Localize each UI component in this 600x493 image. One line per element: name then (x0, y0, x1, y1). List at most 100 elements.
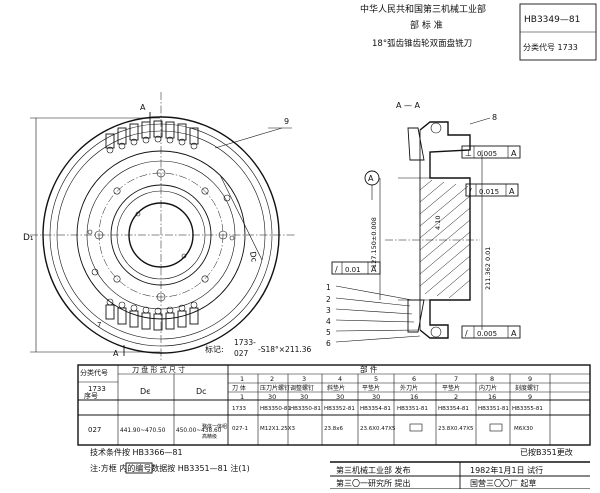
section-label-top: A (140, 103, 146, 112)
datum-a: A (368, 174, 374, 183)
section-label-bottom: A (113, 349, 119, 358)
svg-text:16: 16 (488, 393, 496, 401)
leader-9: 9 (284, 117, 289, 126)
svg-text:A: A (509, 187, 515, 196)
leader-2: 2 (326, 295, 331, 304)
svg-text:4: 4 (338, 375, 342, 383)
qty-row: 1 30 30 30 30 16 2 16 9 (240, 393, 532, 401)
svg-text:1733: 1733 (232, 406, 246, 412)
leader-5: 5 (326, 328, 331, 337)
svg-text:HB3350-81: HB3350-81 (260, 406, 291, 412)
svg-text:30: 30 (372, 393, 380, 401)
svg-text:/: / (469, 187, 472, 196)
blade-cluster-bottom (105, 298, 199, 331)
svg-text:高精级: 高精级 (202, 433, 217, 440)
th-dc: Dc (196, 387, 207, 396)
mark-code-2: 027 (234, 349, 249, 358)
dim-d1: D₁ (23, 233, 34, 243)
svg-text:压刀片螺钉: 压刀片螺钉 (260, 384, 290, 392)
svg-text:内刀片: 内刀片 (479, 384, 497, 392)
cell-dc-range: 450.00~438.60 (176, 428, 222, 434)
cell-de-range: 441.90~470.50 (120, 428, 166, 434)
svg-text:23.8X0.47X5: 23.8X0.47X5 (438, 426, 474, 432)
svg-text:HB3351-81: HB3351-81 (397, 406, 428, 412)
svg-text:0.005: 0.005 (477, 330, 497, 338)
footer-issued: 第三机械工业部 发布 (336, 465, 411, 475)
header-std-number: HB3349—81 (524, 15, 580, 25)
th-de: Dє (140, 387, 151, 396)
svg-text:平垫片: 平垫片 (362, 384, 380, 392)
leader-8: 8 (492, 113, 497, 122)
svg-text:2: 2 (454, 393, 458, 401)
standard-header: 中华人民共和国第三机械工业部 部 标 准 18°弧齿锥齿轮双面盘铣刀 HB334… (360, 3, 597, 61)
svg-text:2: 2 (270, 375, 274, 383)
leader-1: 1 (326, 283, 331, 292)
svg-text:6: 6 (412, 375, 416, 383)
header-title: 18°弧齿锥齿轮双面盘铣刀 (372, 38, 472, 49)
th-parts: 部 件 (360, 364, 378, 374)
svg-text:平垫片: 平垫片 (442, 384, 460, 392)
th-shape: 刀 盘 形 式 尺 寸 (132, 365, 185, 374)
svg-text:9: 9 (528, 393, 532, 401)
mark-label: 标记: (205, 344, 224, 354)
part-names: 刀 体 压刀片螺钉 调整螺钉 斜垫片 平垫片 外刀片 平垫片 内刀片 刻度螺钉 (232, 384, 539, 392)
th-class-code: 分类代号 (80, 368, 108, 377)
svg-text:A: A (511, 329, 517, 338)
svg-text:7: 7 (454, 375, 458, 383)
header-standard-type: 部 标 准 (410, 19, 443, 31)
svg-text:30: 30 (300, 393, 308, 401)
header-ministry: 中华人民共和国第三机械工业部 (360, 3, 486, 15)
svg-text:斜垫片: 斜垫片 (327, 384, 345, 392)
svg-text:/: / (335, 265, 338, 274)
svg-text:8: 8 (490, 375, 494, 383)
svg-text:HB3350-81: HB3350-81 (290, 406, 321, 412)
svg-text:A: A (511, 149, 517, 158)
svg-text:0.01: 0.01 (345, 266, 361, 274)
svg-text:3: 3 (302, 375, 306, 383)
section-title: A — A (396, 101, 421, 110)
partial-note-7: 7 (97, 321, 101, 329)
marking-example: 标记: 1733- 027 -S18°×211.36 (205, 338, 312, 358)
mark-code: 1733- (234, 338, 256, 347)
leader-4: 4 (326, 317, 331, 326)
blade-cluster-top (105, 120, 199, 154)
bottom-notes: 技术条件按 HB3366—81 注:方框 内的编号数据按 HB3351—81 注… (90, 447, 573, 474)
svg-text:M12X1.25X3: M12X1.25X3 (260, 426, 296, 432)
svg-text:0.005: 0.005 (477, 150, 497, 158)
table-row-1: 1733 HB3350-81 HB3350-81 HB3352-81 HB335… (232, 406, 543, 412)
note-tech: 技术条件按 HB3366—81 (90, 447, 183, 457)
svg-text:5: 5 (374, 375, 378, 383)
section-leaders: 8 1 2 3 4 5 6 (326, 113, 497, 348)
svg-text:23.8x6: 23.8x6 (324, 426, 344, 432)
svg-text:1: 1 (240, 393, 244, 401)
col-numbers: 1 2 3 4 5 6 7 8 9 (240, 375, 532, 383)
svg-text:M6X30: M6X30 (514, 426, 534, 432)
mark-suffix: -S18°×211.36 (258, 345, 312, 354)
svg-text:16: 16 (410, 393, 418, 401)
svg-text:HB3351-81: HB3351-81 (478, 406, 509, 412)
footer-proposed: 第三〇一研究所 提出 (336, 478, 411, 488)
bolt-holes (87, 168, 235, 302)
gdt-frame-2: / 0.015 A (465, 183, 519, 197)
svg-text:HB3352-81: HB3352-81 (324, 406, 355, 412)
footer-date: 1982年1月1日 试行 (470, 465, 543, 475)
svg-text:30: 30 (336, 393, 344, 401)
dim-dc: Dc (248, 251, 259, 263)
parts-table: 分类代号 1733 序号 刀 盘 形 式 尺 寸 Dє Dc 部 件 1 2 3… (77, 364, 591, 446)
svg-text:0.015: 0.015 (479, 188, 499, 196)
dim-right-value: 211.362 0.01 (484, 247, 492, 290)
front-view: A A D₁ Dc 9 7 (23, 92, 295, 362)
svg-text:调整螺钉: 调整螺钉 (290, 384, 314, 392)
svg-text:刻度螺钉: 刻度螺钉 (515, 384, 539, 392)
svg-text:整体一体组: 整体一体组 (202, 423, 227, 430)
svg-text:刀 体: 刀 体 (232, 384, 246, 392)
table-row-2: 整体一体组 高精级 027-1 M12X1.25X3 23.8x6 23.6X0… (202, 423, 534, 440)
gdt-frame-4: / 0.005 A (461, 325, 521, 339)
leader-6: 6 (326, 339, 331, 348)
svg-text:⊥: ⊥ (465, 149, 472, 158)
svg-text:027-1: 027-1 (232, 426, 248, 432)
svg-text:1: 1 (240, 375, 244, 383)
th-code-1733: 1733 (88, 385, 106, 393)
th-seq: 序号 (84, 391, 98, 400)
